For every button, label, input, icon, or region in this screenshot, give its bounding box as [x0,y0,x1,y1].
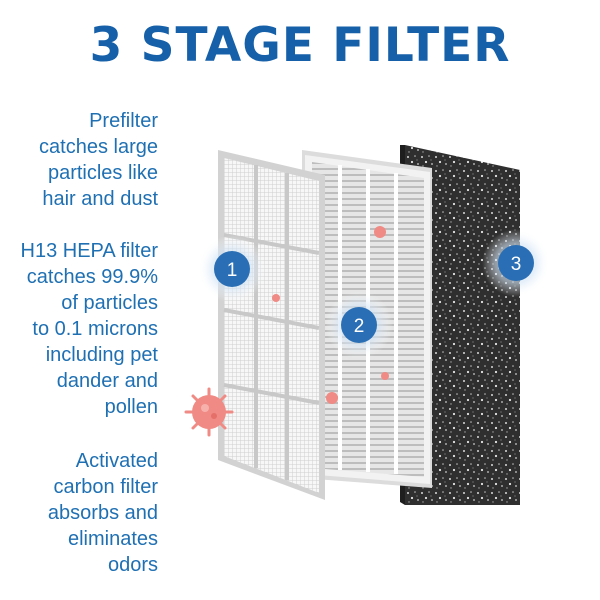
stage-2-number: 2 [354,316,365,337]
stage-1-number: 1 [227,260,238,281]
particle-icon [272,226,389,404]
stage-3-number: 3 [511,254,522,275]
stage-1-badge: 1 [198,235,266,303]
page-title: 3 STAGE FILTER [89,18,511,73]
stage-3-description: Activated carbon filter absorbs and elim… [47,450,158,576]
stage-2-badge: 2 [325,291,393,359]
stage-3-badge: 3 [482,229,550,297]
stage-2-description: H13 HEPA filter catches 99.9% of particl… [20,240,158,418]
pollen-icon [184,387,234,437]
prefilter-panel [218,150,325,500]
stage-1-description: Prefilter catches large particles like h… [39,110,158,210]
